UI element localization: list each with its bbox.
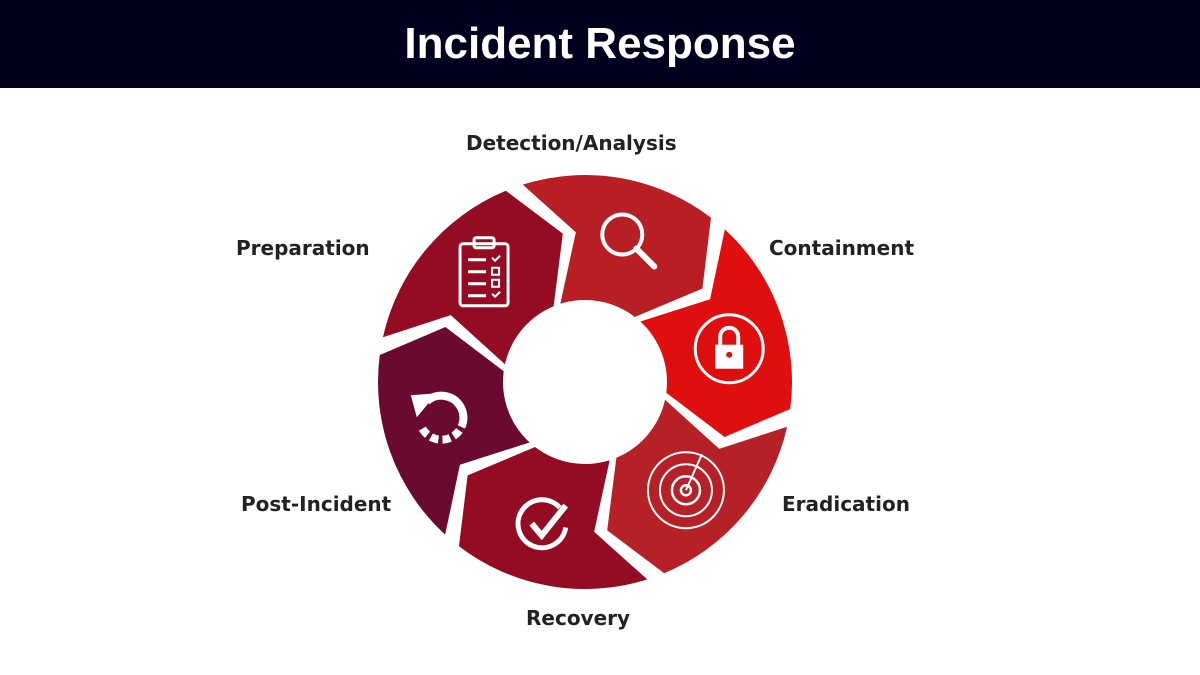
target-icon — [646, 451, 725, 530]
segment-containment — [640, 229, 792, 437]
label-recovery: Recovery — [526, 606, 631, 630]
clipboard-icon — [458, 236, 510, 308]
page-title: Incident Response — [404, 19, 796, 68]
segment-detection-analysis — [522, 175, 712, 317]
magnifier-icon — [600, 212, 658, 270]
refresh-icon — [410, 391, 468, 444]
check-circle-icon — [515, 497, 569, 551]
segment-preparation — [382, 190, 563, 365]
label-post-incident: Post-Incident — [241, 492, 392, 516]
label-eradication: Eradication — [782, 492, 910, 516]
label-preparation: Preparation — [236, 236, 370, 260]
label-detection: Detection/Analysis — [466, 131, 677, 155]
segment-eradication — [607, 399, 788, 574]
lock-icon — [693, 313, 765, 385]
label-containment: Containment — [769, 236, 915, 260]
title-bar: Incident Response — [0, 0, 1200, 88]
